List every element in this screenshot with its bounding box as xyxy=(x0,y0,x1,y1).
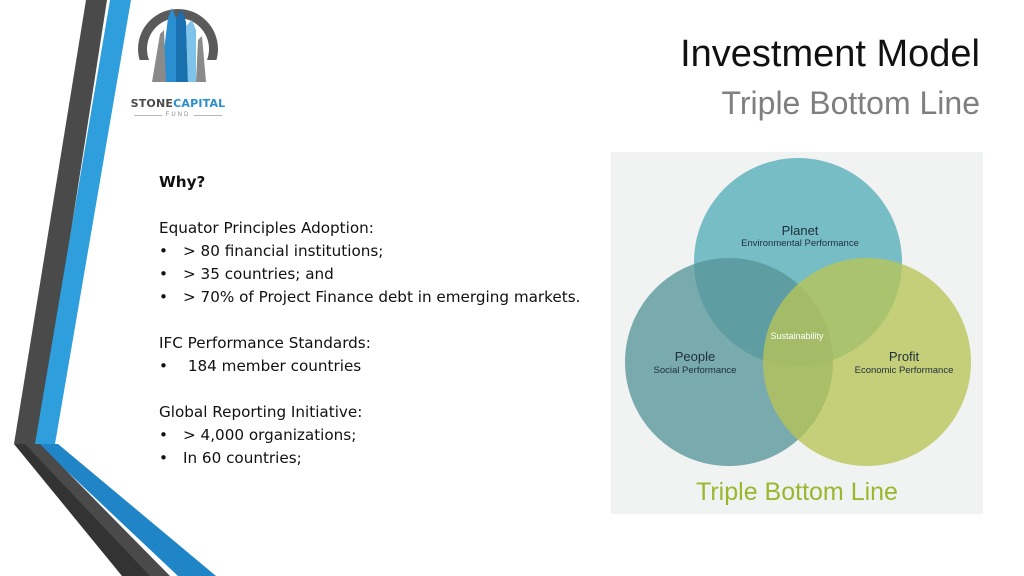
list-item: • > 70% of Project Finance debt in emergi… xyxy=(159,286,609,309)
dark-stripe-upper xyxy=(14,0,107,444)
logo-divider-left xyxy=(134,115,162,116)
profit-sublabel: Economic Performance xyxy=(854,365,954,376)
body-text: Why? Equator Principles Adoption: • > 80 … xyxy=(159,171,609,470)
bullet-icon: • xyxy=(159,265,168,283)
list-item: • > 80 financial institutions; xyxy=(159,240,609,263)
people-sublabel: Social Performance xyxy=(653,365,737,376)
blue-stripe-upper xyxy=(35,0,131,444)
profit-label: Profit xyxy=(888,349,920,364)
bullet-icon: • xyxy=(159,357,168,375)
slide-subtitle: Triple Bottom Line xyxy=(721,85,980,121)
planet-sublabel: Environmental Performance xyxy=(741,238,859,249)
bullet-icon: • xyxy=(159,288,168,306)
blue-stripe-lower xyxy=(38,444,216,576)
list-item: • > 4,000 organizations; xyxy=(159,424,609,447)
bullet-icon: • xyxy=(159,242,168,260)
bullet-icon: • xyxy=(159,449,168,467)
list-item-text: > 4,000 organizations; xyxy=(183,426,357,444)
slide-title: Investment Model xyxy=(680,33,980,75)
bullet-icon: • xyxy=(159,426,168,444)
list-item: • > 35 countries; and xyxy=(159,263,609,286)
diagram-caption: Triple Bottom Line xyxy=(696,478,898,506)
logo-wordmark-capital: CAPITAL xyxy=(173,97,226,110)
list-item-text: > 35 countries; and xyxy=(183,265,334,283)
triple-bottom-line-diagram: Planet Environmental Performance People … xyxy=(611,152,983,514)
logo-tagline: FUND xyxy=(165,112,191,118)
logo-divider-right xyxy=(194,115,222,116)
logo-wordmark: STONECAPITAL xyxy=(126,97,230,110)
people-label: People xyxy=(674,349,716,364)
spacer xyxy=(159,378,609,401)
sustainability-label: Sustainability xyxy=(770,331,824,341)
section-title: IFC Performance Standards: xyxy=(159,334,371,352)
list-item-text: 184 member countries xyxy=(183,357,362,375)
venn-circles xyxy=(625,158,971,466)
body-heading: Why? xyxy=(159,173,206,191)
profit-circle xyxy=(763,258,971,466)
list-item-text: > 80 financial institutions; xyxy=(183,242,384,260)
list-item-text: In 60 countries; xyxy=(183,449,302,467)
section-title: Global Reporting Initiative: xyxy=(159,403,363,421)
section-title: Equator Principles Adoption: xyxy=(159,219,374,237)
logo-wordmark-stone: STONE xyxy=(130,97,174,110)
list-item: • In 60 countries; xyxy=(159,447,609,470)
mid-stripe-lower xyxy=(25,444,170,576)
stonecapital-logo-icon xyxy=(138,8,218,100)
spacer xyxy=(159,194,609,217)
list-item: • 184 member countries xyxy=(159,355,609,378)
planet-label: Planet xyxy=(781,223,819,238)
list-item-text: > 70% of Project Finance debt in emergin… xyxy=(183,288,581,306)
spacer xyxy=(159,309,609,332)
